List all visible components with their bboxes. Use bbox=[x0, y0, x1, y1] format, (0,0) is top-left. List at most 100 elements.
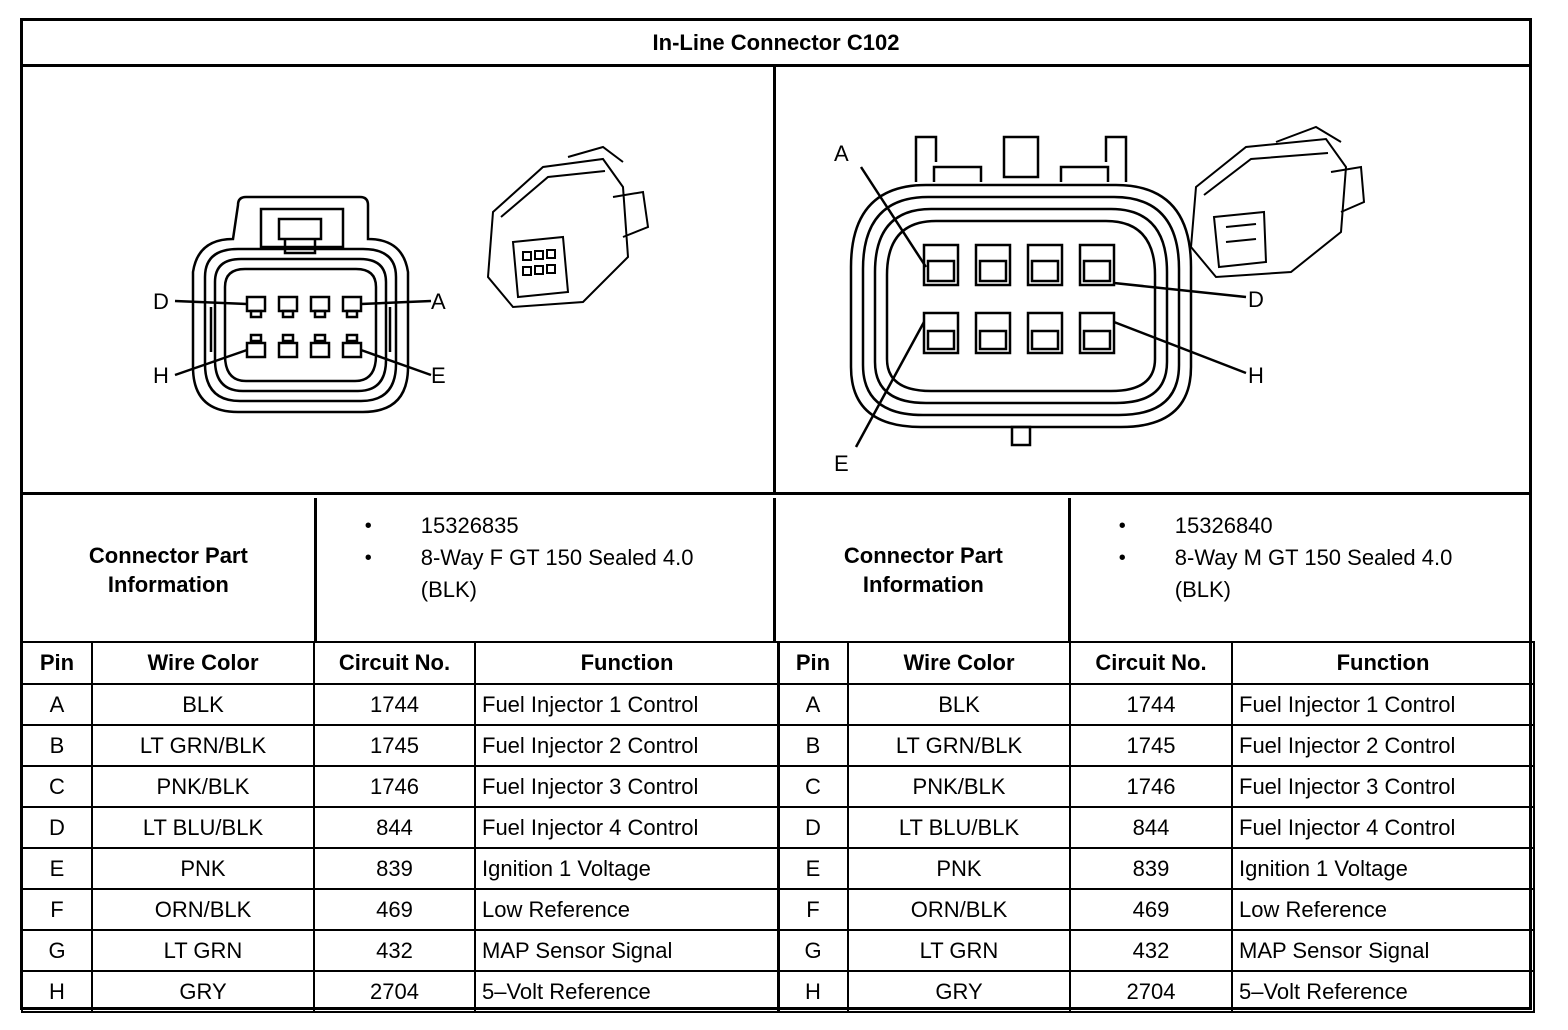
right-part-details: 15326840 8-Way M GT 150 Sealed 4.0 (BLK) bbox=[1071, 498, 1529, 641]
function-cell: Fuel Injector 4 Control bbox=[1231, 806, 1535, 849]
circuit-cell: 844 bbox=[313, 806, 476, 849]
header-wire-color: Wire Color bbox=[847, 641, 1071, 685]
male-connector-drawing: A D H E bbox=[834, 125, 1366, 476]
right-table-header: Pin Wire Color Circuit No. Function bbox=[777, 641, 1535, 685]
header-pin: Pin bbox=[21, 641, 93, 685]
circuit-cell: 1746 bbox=[1069, 765, 1233, 808]
wire-color-cell: PNK/BLK bbox=[91, 765, 315, 808]
header-circuit: Circuit No. bbox=[313, 641, 476, 685]
function-cell: MAP Sensor Signal bbox=[1231, 929, 1535, 972]
function-cell: Fuel Injector 2 Control bbox=[474, 724, 780, 767]
function-cell: Fuel Injector 4 Control bbox=[474, 806, 780, 849]
left-info-label-line1: Connector Part bbox=[88, 542, 248, 568]
wire-color-cell: PNK bbox=[91, 847, 315, 890]
left-label-e: E bbox=[431, 363, 446, 388]
pin-cell: H bbox=[777, 970, 849, 1013]
right-info-label-line1: Connector Part bbox=[843, 542, 1003, 568]
wire-color-cell: ORN/BLK bbox=[91, 888, 315, 931]
pin-cell: B bbox=[777, 724, 849, 767]
circuit-cell: 432 bbox=[313, 929, 476, 972]
left-info-label-line2: Information bbox=[107, 571, 229, 597]
pin-cell: E bbox=[21, 847, 93, 890]
wire-color-cell: LT GRN/BLK bbox=[91, 724, 315, 767]
circuit-cell: 1745 bbox=[313, 724, 476, 767]
connector-document: In-Line Connector C102 bbox=[20, 18, 1535, 1013]
female-connector-drawing: D A H E bbox=[153, 145, 650, 414]
circuit-cell: 844 bbox=[1069, 806, 1233, 849]
function-cell: Fuel Injector 1 Control bbox=[1231, 683, 1535, 726]
divider bbox=[23, 492, 1529, 495]
wire-color-cell: PNK/BLK bbox=[847, 765, 1071, 808]
male-connector-diagram: A D H E bbox=[776, 67, 1529, 495]
function-cell: Ignition 1 Voltage bbox=[1231, 847, 1535, 890]
wire-color-cell: GRY bbox=[847, 970, 1071, 1013]
header-circuit: Circuit No. bbox=[1069, 641, 1233, 685]
left-label-a: A bbox=[431, 289, 446, 314]
header-pin: Pin bbox=[777, 641, 849, 685]
female-connector-diagram: D A H E bbox=[23, 67, 776, 495]
pin-cell: G bbox=[777, 929, 849, 972]
circuit-cell: 839 bbox=[1069, 847, 1233, 890]
circuit-cell: 2704 bbox=[313, 970, 476, 1013]
function-cell: Fuel Injector 3 Control bbox=[1231, 765, 1535, 808]
function-cell: MAP Sensor Signal bbox=[474, 929, 780, 972]
function-cell: 5–Volt Reference bbox=[474, 970, 780, 1013]
pin-cell: A bbox=[777, 683, 849, 726]
pin-cell: A bbox=[21, 683, 93, 726]
circuit-cell: 1744 bbox=[313, 683, 476, 726]
wire-color-cell: BLK bbox=[91, 683, 315, 726]
right-description-line2: (BLK) bbox=[1174, 577, 1232, 602]
left-description-line1: 8-Way F GT 150 Sealed 4.0 bbox=[420, 545, 694, 570]
circuit-cell: 1744 bbox=[1069, 683, 1233, 726]
right-label-e: E bbox=[834, 451, 849, 476]
header-function: Function bbox=[474, 641, 780, 685]
right-part-description: 8-Way M GT 150 Sealed 4.0 (BLK) bbox=[1119, 542, 1529, 606]
header-wire-color: Wire Color bbox=[91, 641, 315, 685]
circuit-cell: 432 bbox=[1069, 929, 1233, 972]
circuit-cell: 469 bbox=[313, 888, 476, 931]
left-label-d: D bbox=[153, 289, 169, 314]
right-label-d: D bbox=[1248, 287, 1264, 312]
wire-color-cell: LT BLU/BLK bbox=[91, 806, 315, 849]
left-label-h: H bbox=[153, 363, 169, 388]
right-part-number: 15326840 bbox=[1119, 510, 1529, 542]
pin-cell: H bbox=[21, 970, 93, 1013]
wire-color-cell: BLK bbox=[847, 683, 1071, 726]
right-info-label-line2: Information bbox=[862, 571, 984, 597]
function-cell: Fuel Injector 2 Control bbox=[1231, 724, 1535, 767]
left-description-line2: (BLK) bbox=[420, 577, 477, 602]
wire-color-cell: LT GRN/BLK bbox=[847, 724, 1071, 767]
pin-cell: G bbox=[21, 929, 93, 972]
function-cell: Fuel Injector 3 Control bbox=[474, 765, 780, 808]
pin-cell: B bbox=[21, 724, 93, 767]
function-cell: Fuel Injector 1 Control bbox=[474, 683, 780, 726]
pin-cell: C bbox=[777, 765, 849, 808]
wire-color-cell: ORN/BLK bbox=[847, 888, 1071, 931]
left-part-number: 15326835 bbox=[365, 510, 773, 542]
left-part-details: 15326835 8-Way F GT 150 Sealed 4.0 (BLK) bbox=[317, 498, 776, 641]
circuit-cell: 1746 bbox=[313, 765, 476, 808]
pin-cell: F bbox=[777, 888, 849, 931]
function-cell: 5–Volt Reference bbox=[1231, 970, 1535, 1013]
wire-color-cell: PNK bbox=[847, 847, 1071, 890]
circuit-cell: 839 bbox=[313, 847, 476, 890]
right-description-line1: 8-Way M GT 150 Sealed 4.0 bbox=[1174, 545, 1453, 570]
function-cell: Low Reference bbox=[474, 888, 780, 931]
